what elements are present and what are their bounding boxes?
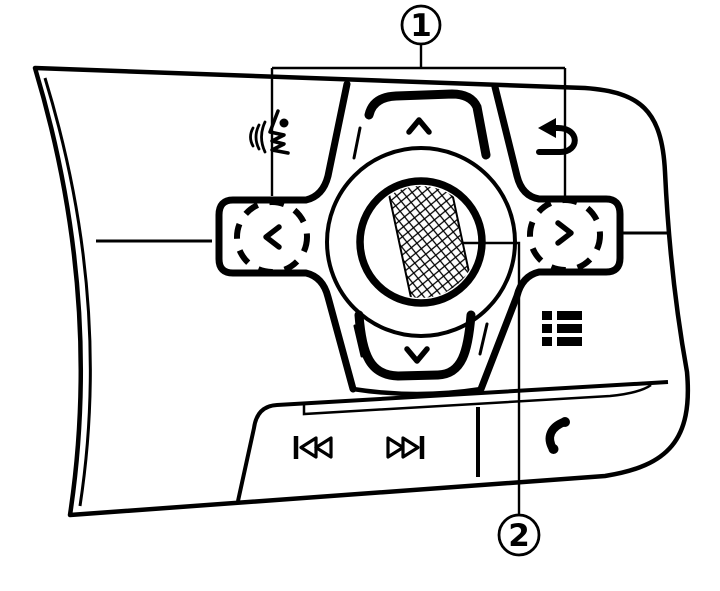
previous-track-button — [293, 436, 333, 459]
right-button-bracket — [477, 83, 624, 393]
callout-1-leader — [270, 44, 567, 196]
callout-2-leader — [462, 241, 521, 514]
phone-button — [545, 417, 570, 454]
down-button-base — [352, 386, 482, 397]
down-button-band — [354, 310, 476, 381]
up-button — [364, 89, 491, 160]
next-track-icon — [386, 436, 425, 459]
center-cluster — [215, 80, 624, 397]
up-chevron-icon — [406, 117, 432, 135]
crosshatched-dial — [382, 186, 477, 298]
left-dashed-ring — [234, 199, 310, 275]
callout-2-badge — [497, 513, 541, 557]
right-chevron-icon — [555, 220, 574, 246]
up-button-band — [364, 89, 491, 160]
grip-edge-inner-line — [43, 77, 92, 507]
callout-2: 2 — [462, 241, 541, 557]
down-button — [354, 310, 476, 381]
previous-track-icon — [293, 436, 333, 459]
callout-2-label: 2 — [508, 518, 530, 554]
center-dial — [356, 177, 486, 307]
ledge-line — [302, 383, 652, 416]
down-chevron-icon — [404, 346, 430, 364]
return-arrow-icon — [536, 118, 578, 155]
bottom-button-row — [236, 380, 669, 502]
back-button — [536, 118, 578, 155]
menu-button — [542, 311, 582, 346]
right-button — [527, 197, 603, 273]
left-button — [234, 199, 310, 275]
list-menu-icon — [542, 311, 582, 346]
callout-1-badge — [400, 4, 442, 46]
callout-1: 1 — [270, 4, 567, 196]
left-chevron-icon — [263, 224, 282, 250]
right-dashed-ring — [527, 197, 603, 273]
left-button-bracket — [215, 80, 357, 393]
callout-1-label: 1 — [410, 8, 432, 44]
phone-handset-icon — [545, 417, 570, 454]
next-track-button — [386, 436, 425, 459]
